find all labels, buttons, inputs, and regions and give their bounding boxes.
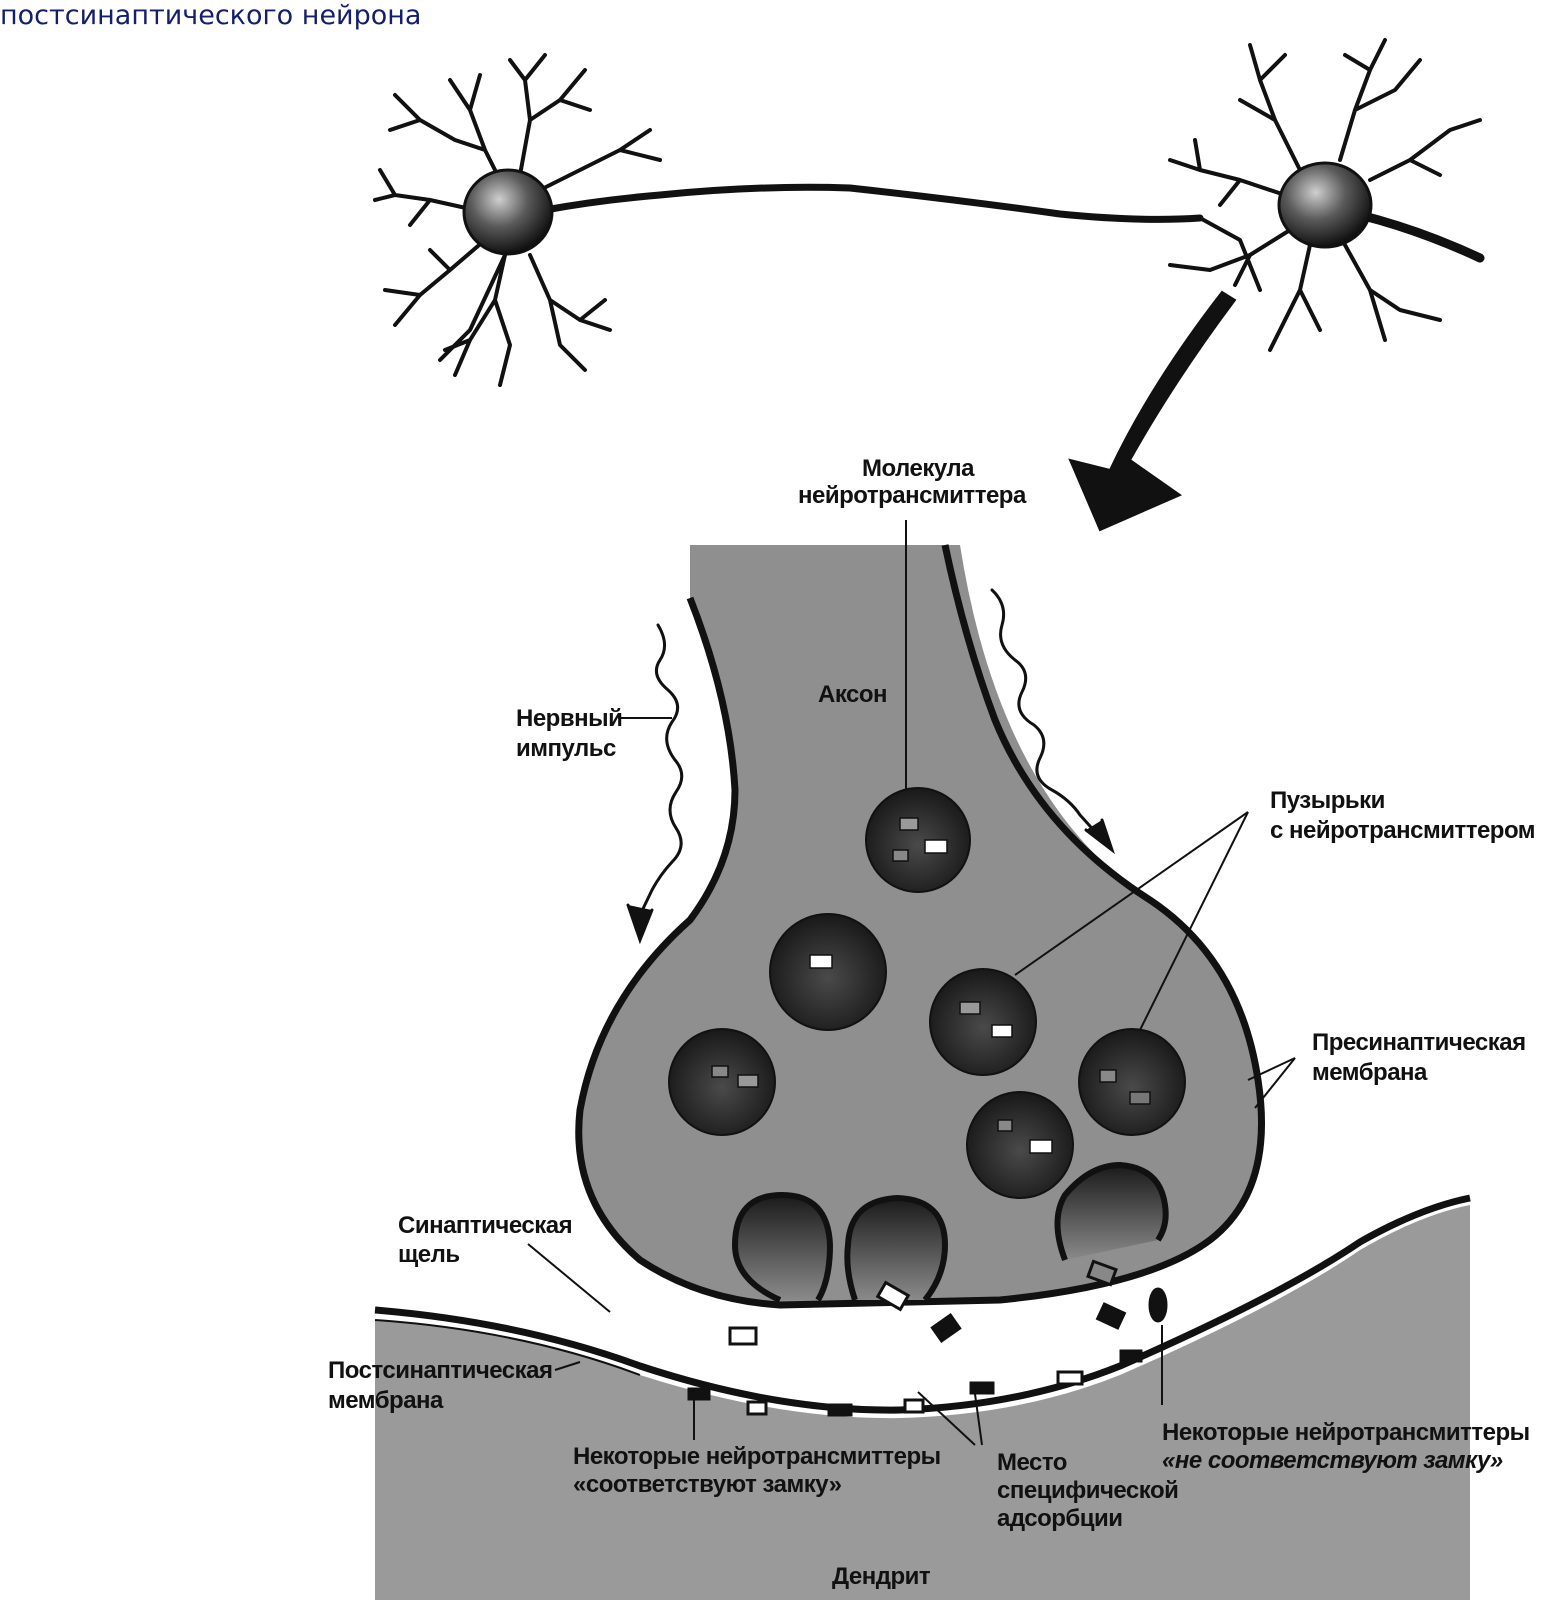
- receptor-site: [903, 1398, 925, 1414]
- receptor-sites: [687, 1349, 1143, 1417]
- label-impulse-line2: импульс: [516, 735, 616, 762]
- receptor-site: [687, 1387, 711, 1401]
- vesicle: [966, 1091, 1074, 1199]
- impulse-arrow-left: [638, 623, 684, 917]
- label-cleft-line1: Синаптическая: [398, 1212, 572, 1239]
- label-fit-line2: «соответствуют замку»: [573, 1471, 842, 1498]
- receptor-site: [969, 1381, 995, 1395]
- page-caption: постсинаптического нейрона: [0, 0, 422, 31]
- vesicle: [668, 1028, 776, 1136]
- dendrite-region: [375, 1205, 1470, 1600]
- fusing-vesicle: [1054, 1161, 1169, 1262]
- receptor-site: [827, 1403, 853, 1417]
- impulse-arrows: [626, 588, 1115, 945]
- label-presynaptic-line2: мембрана: [1312, 1059, 1428, 1086]
- released-transmitters: [728, 1259, 1168, 1346]
- vesicle: [1078, 1028, 1186, 1136]
- vesicle: [865, 787, 971, 893]
- label-vesicles-line2: с нейротрансмиттером: [1270, 817, 1535, 844]
- label-postsynaptic-line2: мембрана: [328, 1387, 444, 1414]
- label-postsynaptic-line1: Постсинаптическая: [328, 1357, 553, 1384]
- fusing-vesicles: [731, 1161, 1169, 1303]
- label-presynaptic-line1: Пресинаптическая: [1312, 1029, 1526, 1056]
- label-site-line3: адсорбции: [997, 1505, 1123, 1532]
- leader-lines: [527, 520, 1296, 1446]
- label-vesicles-line1: Пузырьки: [1270, 787, 1385, 814]
- postsynaptic-neuron: [1168, 38, 1485, 352]
- label-cleft-line2: щель: [398, 1241, 460, 1268]
- receptor-site: [1056, 1370, 1084, 1386]
- fusing-vesicle: [844, 1194, 949, 1302]
- vesicles: [668, 787, 1186, 1199]
- receptor-site: [746, 1400, 768, 1416]
- label-fit-line1: Некоторые нейротрансмиттеры: [573, 1443, 941, 1470]
- postsynaptic-membrane: [374, 1194, 1471, 1414]
- label-dendrite: Дендрит: [832, 1563, 931, 1590]
- label-nofit-line2: «не соответствуют замку»: [1162, 1447, 1503, 1474]
- zoom-arrow: [1068, 290, 1237, 532]
- label-site-line1: Место: [997, 1449, 1067, 1476]
- label-axon: Аксон: [818, 681, 887, 708]
- label-molecule-line1: Молекула: [862, 455, 975, 482]
- impulse-arrow-right: [990, 588, 1100, 837]
- vesicle: [929, 968, 1037, 1076]
- label-molecule-line2: нейротрансмиттера: [798, 482, 1027, 509]
- label-nofit-line1: Некоторые нейротрансмиттеры: [1162, 1419, 1530, 1446]
- label-impulse-line1: Нервный: [516, 705, 622, 732]
- fusing-vesicle: [731, 1191, 834, 1303]
- presynaptic-membrane: [575, 544, 1266, 1309]
- vesicle: [769, 913, 887, 1031]
- label-site-line2: специфической: [997, 1477, 1178, 1504]
- labels: Молекула нейротрансмиттера Аксон Нервный…: [328, 455, 1536, 1590]
- presynaptic-neuron: [373, 53, 1204, 387]
- receptor-site: [1119, 1349, 1143, 1363]
- transmitter-molecules: [711, 817, 1151, 1154]
